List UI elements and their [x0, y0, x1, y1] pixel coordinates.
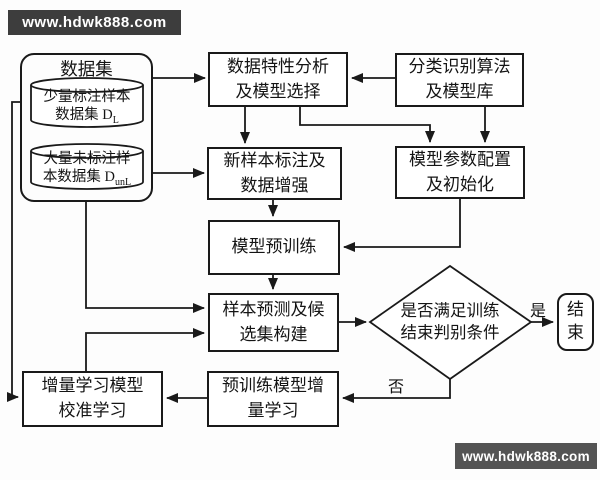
labeled-dataset-line1: 少量标注样本	[43, 89, 131, 105]
unlabeled-dataset-subscript: unL	[115, 176, 132, 188]
labeled-dataset-line2-main: 数据集 D	[55, 106, 113, 123]
watermark-bottom-right: www.hdwk888.com	[455, 443, 597, 469]
node-sample-prediction: 样本预测及候 选集构建	[208, 293, 339, 352]
edge-calibration-to-predict	[85, 328, 205, 371]
node-sample-prediction-line1: 样本预测及候	[222, 299, 325, 319]
labeled-dataset-line2: 数据集 DL	[55, 107, 119, 127]
node-calibration-learning: 增量学习模型 校准学习	[22, 371, 163, 427]
dataset-group-title: 数据集	[20, 56, 153, 81]
edge-decision-to-incremental	[342, 379, 451, 403]
node-sample-labeling-line2: 数据增强	[240, 175, 309, 195]
node-param-config-line2: 及初始化	[426, 174, 494, 194]
edge-dataset-to-predict	[85, 202, 205, 313]
unlabeled-cylinder-shape	[30, 143, 144, 190]
node-algorithm-library-line2: 及模型库	[425, 82, 494, 101]
node-pretraining: 模型预训练	[208, 220, 340, 275]
watermark-top-left: www.hdwk888.com	[8, 10, 181, 35]
node-decision-label: 是否满足训练 结束判别条件	[380, 301, 520, 343]
unlabeled-dataset-line2-main: 本数据集 D	[42, 168, 115, 185]
edge-label-no: 否	[388, 379, 405, 396]
dataset-group-container	[20, 53, 153, 202]
edge-config-to-pretrain	[343, 199, 461, 252]
node-calibration-learning-line1: 增量学习模型	[41, 376, 144, 396]
node-decision-line2: 结束判别条件	[400, 323, 500, 342]
node-sample-labeling: 新样本标注及 数据增强	[207, 147, 342, 200]
edge-analysis-to-config	[299, 107, 435, 143]
node-decision-line1: 是否满足训练	[400, 300, 500, 320]
node-incremental-learning-line1: 预训练模型增	[222, 376, 324, 396]
edge-dataset-to-calibration	[7, 101, 20, 402]
node-data-analysis-line1: 数据特性分析	[227, 56, 329, 76]
unlabeled-dataset-cylinder: 大量未标注样 本数据集 DunL	[31, 151, 143, 189]
node-param-config-line1: 模型参数配置	[409, 149, 511, 169]
node-sample-prediction-line2: 选集构建	[239, 324, 308, 344]
node-algorithm-library-line1: 分类识别算法	[408, 57, 511, 77]
node-algorithm-library: 分类识别算法 及模型库	[395, 53, 524, 107]
node-incremental-learning: 预训练模型增 量学习	[207, 371, 339, 427]
node-calibration-learning-line2: 校准学习	[58, 401, 127, 420]
node-data-analysis: 数据特性分析 及模型选择	[208, 52, 348, 107]
unlabeled-dataset-line2: 本数据集 DunL	[43, 169, 131, 189]
node-param-config: 模型参数配置 及初始化	[395, 146, 525, 199]
node-pretraining-label: 模型预训练	[231, 237, 317, 257]
node-sample-labeling-line1: 新样本标注及	[223, 150, 326, 170]
dataset-title-text: 数据集	[60, 59, 113, 79]
node-end: 结 束	[557, 293, 594, 351]
labeled-dataset-subscript: L	[112, 114, 119, 126]
unlabeled-dataset-line1: 大量未标注样	[43, 151, 131, 167]
node-end-char1: 结	[567, 300, 584, 320]
node-data-analysis-line2: 及模型选择	[235, 81, 321, 101]
node-incremental-learning-line2: 量学习	[247, 401, 299, 420]
node-end-char2: 束	[567, 323, 584, 342]
edge-label-yes: 是	[530, 303, 547, 320]
labeled-cylinder-top-edge	[30, 84, 144, 93]
labeled-dataset-cylinder: 少量标注样本 数据集 DL	[31, 89, 143, 127]
unlabeled-cylinder-top-edge	[30, 150, 144, 159]
decision-diamond-shape	[368, 264, 533, 381]
